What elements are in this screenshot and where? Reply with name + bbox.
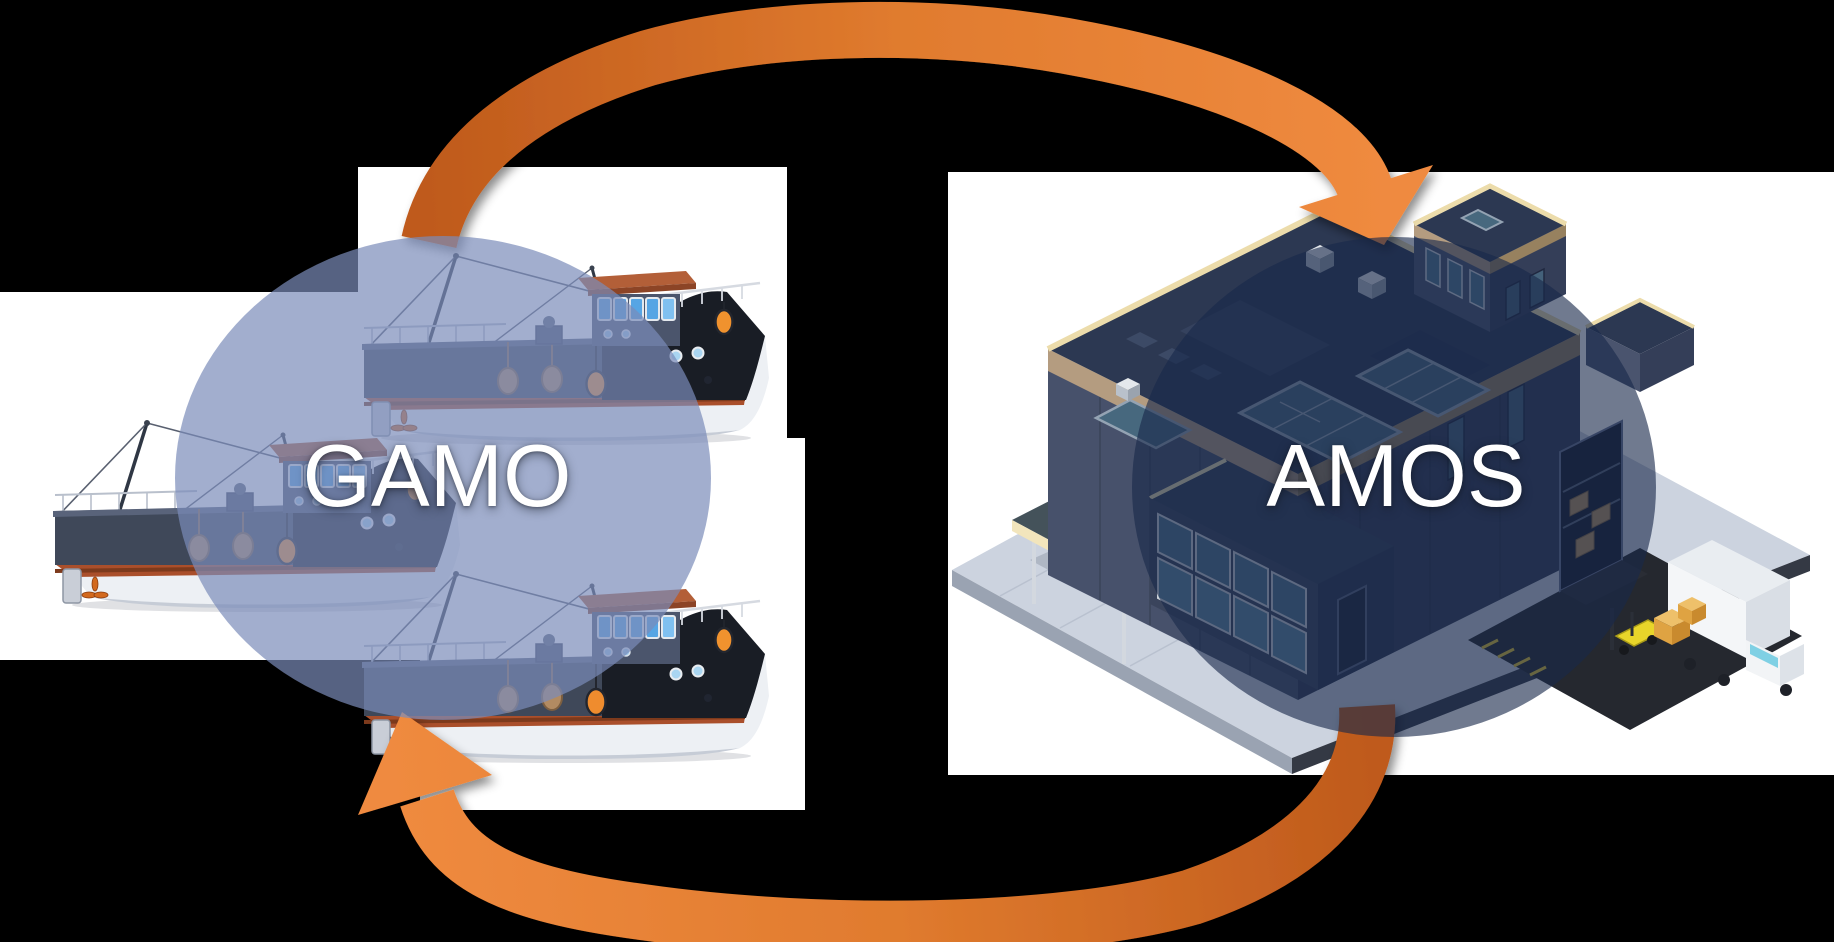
amos-label: AMOS	[1266, 426, 1526, 525]
gamo-circle	[175, 236, 711, 720]
sync-arrow-bottom	[358, 704, 1396, 942]
gamo-label: GAMO	[302, 426, 572, 525]
cargo-boxes	[1654, 597, 1706, 645]
sync-arrow-top	[401, 1, 1433, 249]
delivery-truck-icon	[1668, 540, 1804, 696]
forklift-icon	[1610, 597, 1706, 655]
arrowhead-left-icon	[358, 712, 492, 815]
amos-circle-overlay	[1132, 237, 1656, 737]
arrowhead-right-icon	[1299, 165, 1433, 245]
